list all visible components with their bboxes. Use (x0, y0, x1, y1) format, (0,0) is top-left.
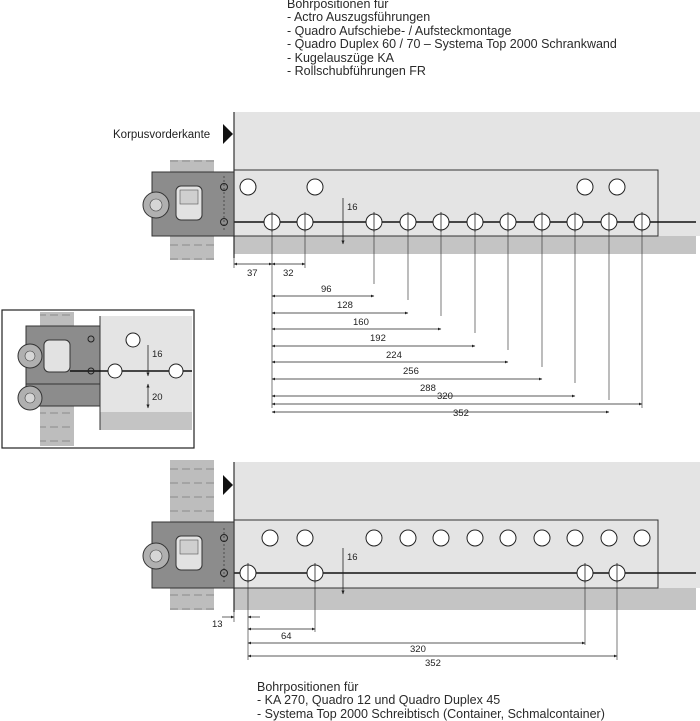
front-edge-label: Korpusvorderkante (113, 129, 210, 141)
top-caption-title: Bohrpositionen für (287, 0, 389, 11)
top-diagram: 16 Korpusvorderkante (113, 112, 700, 419)
drill-hole (533, 529, 551, 547)
offset-dim-37: 37 (247, 268, 258, 279)
hole-crosslines (271, 212, 643, 232)
distance-dim-320: 320 (437, 391, 453, 402)
distance-dim-352: 352 (453, 408, 469, 419)
top-caption-item: - Rollschubführungen FR (287, 64, 426, 79)
offset-dim-32: 32 (283, 268, 294, 279)
drill-hole (566, 529, 584, 547)
bottom-upper-hole-row (261, 529, 651, 547)
distance-dim-lines (271, 294, 643, 414)
drill-hole (633, 529, 651, 547)
shelf-strip (234, 236, 696, 254)
drill-hole (600, 529, 618, 547)
distance-dim-160: 160 (353, 317, 369, 328)
top-caption-item: - Actro Auszugsführungen (287, 10, 431, 25)
upper-hole-row (239, 178, 626, 196)
front-edge-marker (223, 124, 233, 144)
bottom-distance-dim-320: 320 (410, 644, 426, 655)
bottom-distance-dim-352: 352 (425, 658, 441, 669)
bottom-diagram: 16 13 64 320 352 (142, 460, 700, 669)
inset-vertical-dim-16: 16 (152, 349, 163, 360)
drill-hole (576, 178, 594, 196)
bottom-vertical-dim: 16 (347, 552, 358, 563)
drill-hole (432, 529, 450, 547)
drill-hole (239, 178, 257, 196)
distance-dim-256: 256 (403, 366, 419, 377)
bottom-caption-item: - KA 270, Quadro 12 und Quadro Duplex 45 (257, 693, 501, 708)
drill-hole (499, 529, 517, 547)
top-caption-list: - Actro Auszugsführungen - Quadro Aufsch… (287, 10, 617, 79)
vertical-dim-label: 16 (347, 202, 358, 213)
distance-dim-288: 288 (420, 383, 436, 394)
inset-diagram: 16 20 (1, 309, 195, 449)
bottom-distance-dim-64: 64 (281, 631, 292, 642)
top-caption-item: - Quadro Aufschiebe- / Aufsteckmontage (287, 23, 512, 38)
cabinet-panel (234, 112, 700, 236)
bottom-caption: Bohrpositionen für - KA 270, Quadro 12 u… (257, 680, 605, 721)
distance-dim-128: 128 (337, 300, 353, 311)
drill-hole (365, 529, 383, 547)
dimension-extension-lines (233, 230, 643, 408)
distance-dim-224: 224 (386, 350, 402, 361)
top-caption: Bohrpositionen für - Actro Auszugsführun… (287, 0, 617, 78)
top-caption-item: - Quadro Duplex 60 / 70 – Systema Top 20… (287, 37, 617, 52)
drill-hole (296, 529, 314, 547)
drill-hole (399, 529, 417, 547)
bottom-caption-list: - KA 270, Quadro 12 und Quadro Duplex 45… (257, 693, 605, 721)
distance-dim-96: 96 (321, 284, 332, 295)
inset-vertical-dim-20: 20 (152, 392, 163, 403)
drill-hole (261, 529, 279, 547)
bottom-offset-dim-13: 13 (212, 619, 223, 630)
bottom-caption-item: - Systema Top 2000 Schreibtisch (Contain… (257, 706, 605, 721)
bottom-caption-title: Bohrpositionen für (257, 680, 359, 694)
distance-dim-192: 192 (370, 333, 386, 344)
drill-hole (466, 529, 484, 547)
drill-hole (306, 178, 324, 196)
drill-hole (608, 178, 626, 196)
top-caption-item: - Kugelauszüge KA (287, 50, 395, 65)
